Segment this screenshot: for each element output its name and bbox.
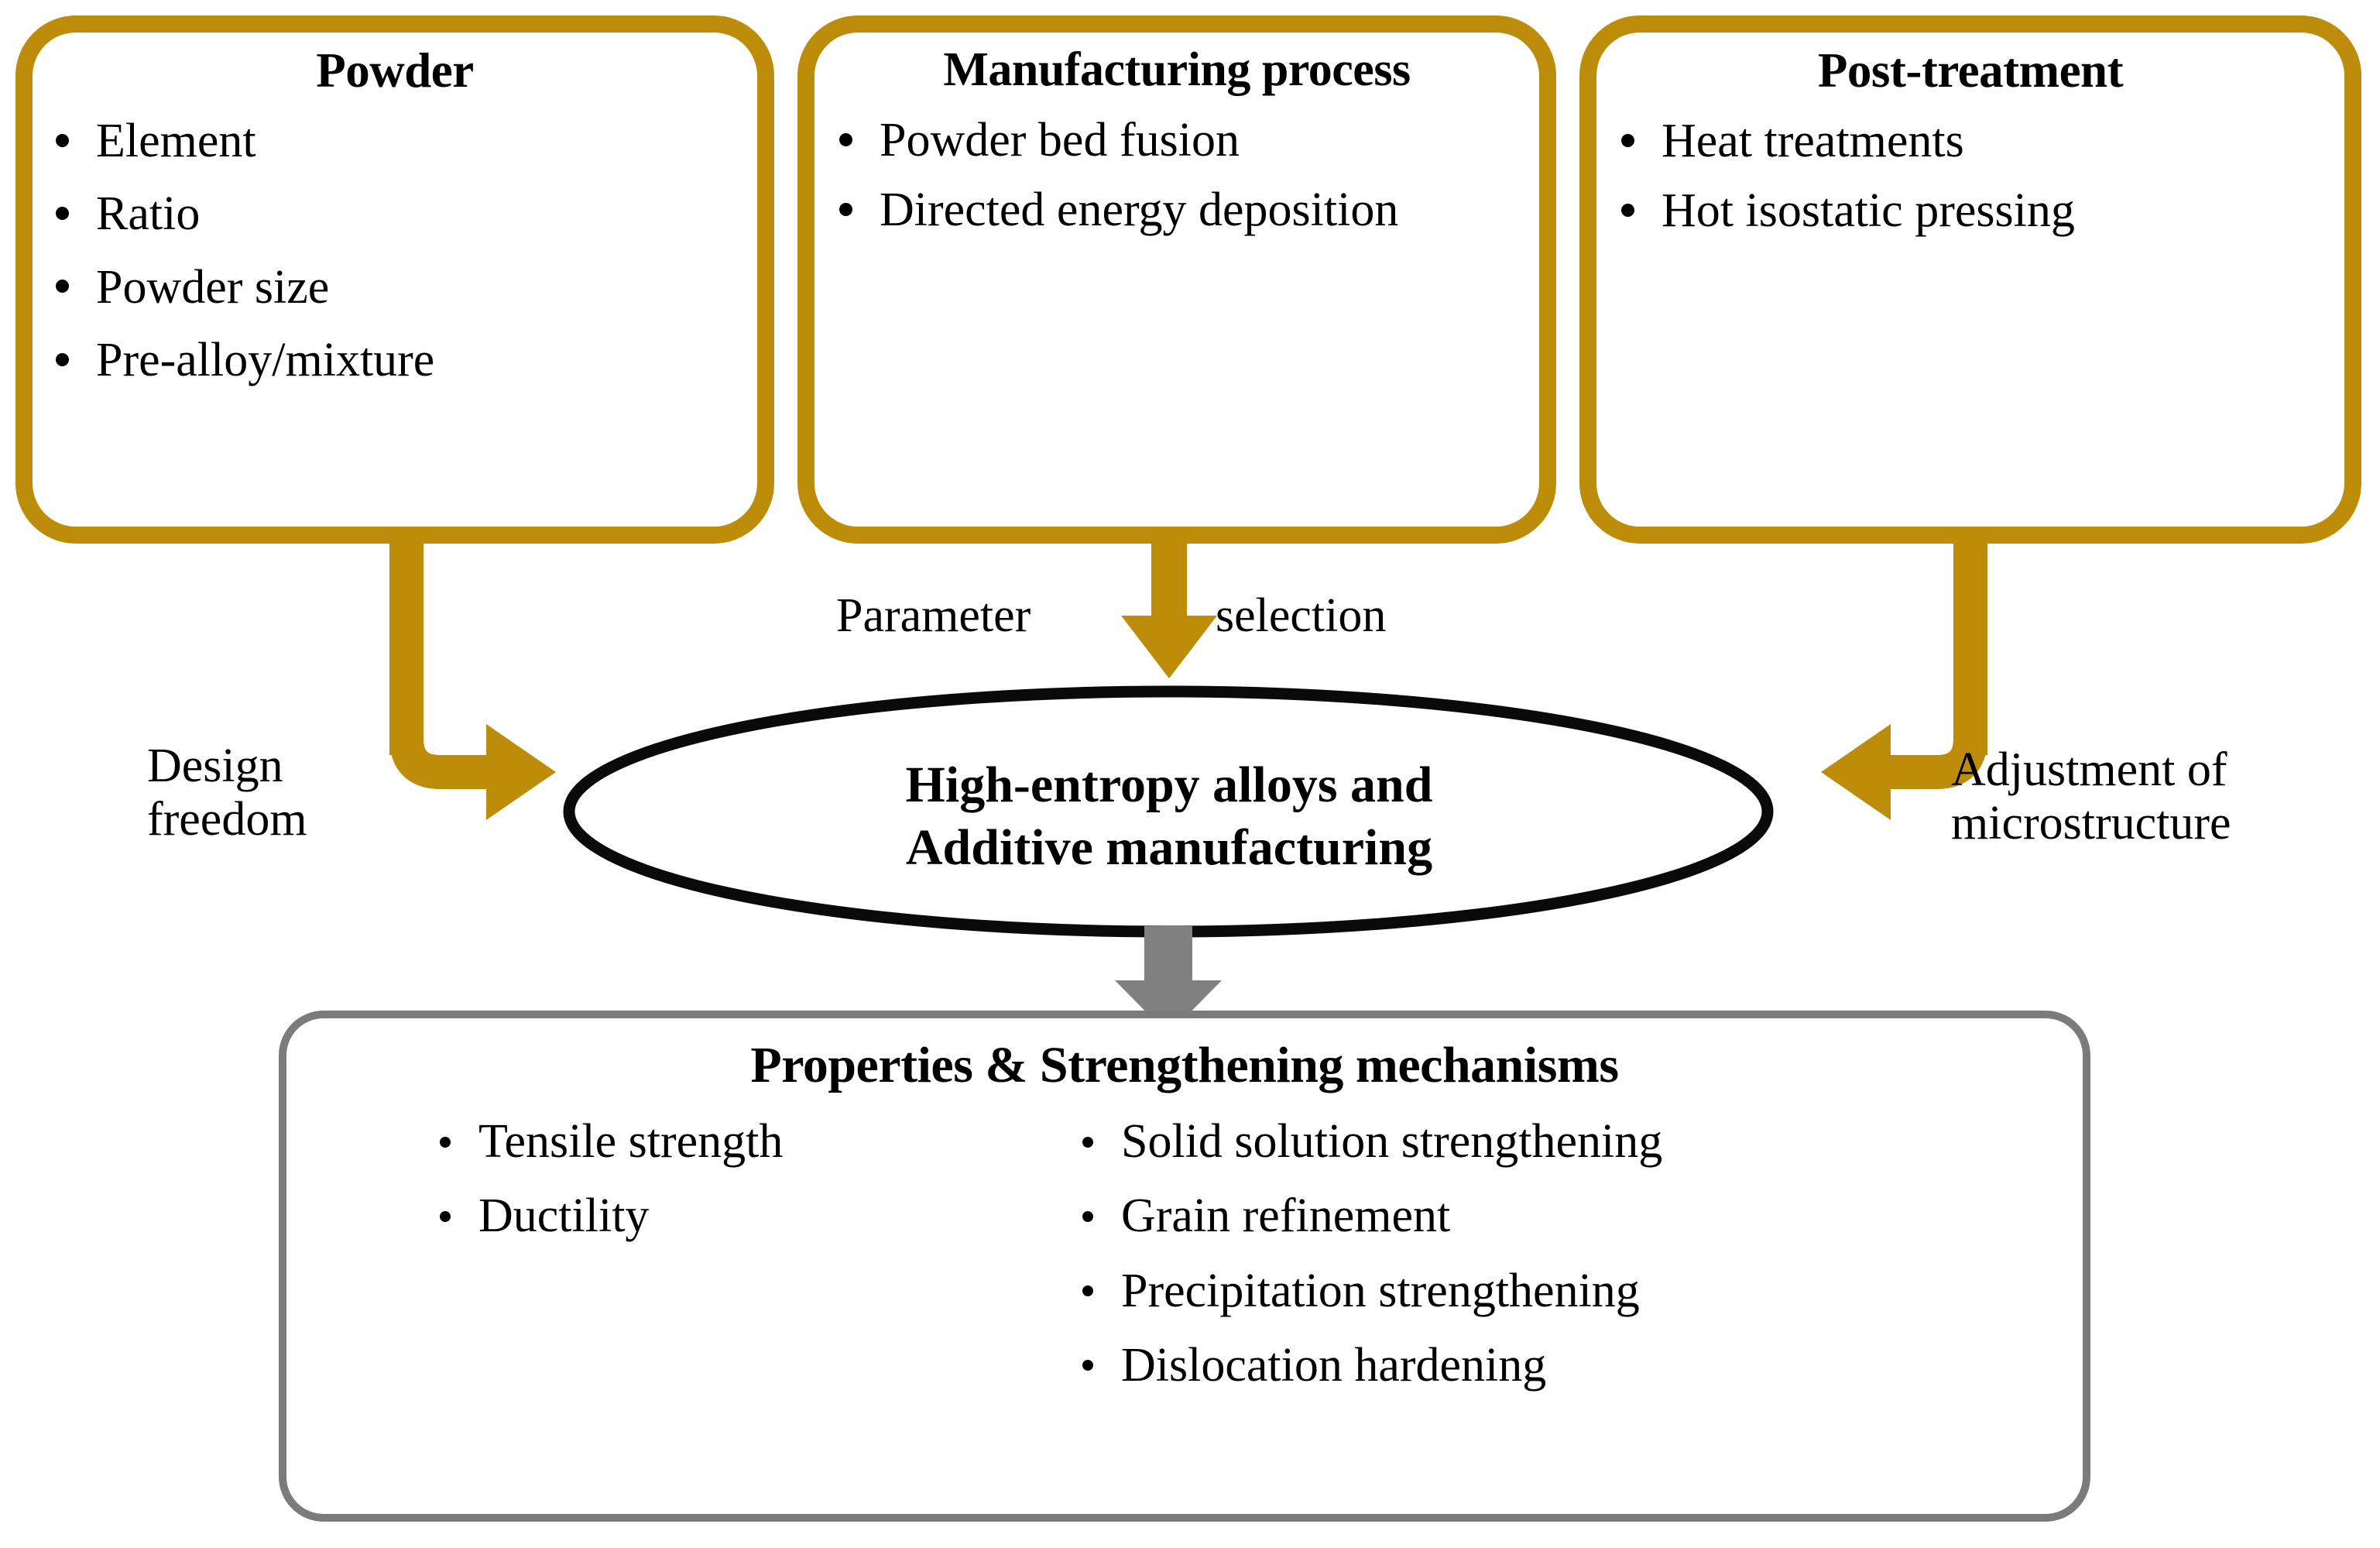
list-item-label: Powder bed fusion (880, 114, 1240, 167)
list-item: Ductility (434, 1189, 1007, 1242)
list-item: Dislocation hardening (1076, 1339, 2083, 1392)
list-item: Directed energy deposition (828, 184, 1539, 236)
list-item-label: Dislocation hardening (1121, 1338, 1547, 1392)
list-item-label: Heat treatments (1662, 115, 1964, 168)
list-item: Precipitation strengthening (1076, 1265, 2083, 1317)
list-item-label: Element (96, 115, 256, 168)
list-item-label: Directed energy deposition (880, 184, 1399, 237)
bullet-dot-icon (1082, 1285, 1093, 1296)
list-item-label: Pre-alloy/mixture (96, 333, 435, 386)
card-manufacturing-process-list: Powder bed fusion Directed energy deposi… (814, 114, 1539, 236)
bullet-dot-icon (440, 1136, 451, 1148)
list-item: Grain refinement (1076, 1189, 2083, 1242)
card-manufacturing-process-title: Manufacturing process (943, 43, 1411, 96)
connector-label-parameter: Parameter (836, 589, 1031, 642)
card-post-treatment[interactable]: Post-treatment Heat treatments Hot isost… (1579, 15, 2361, 544)
arrow-adjustment-microstructure (1821, 542, 1987, 820)
center-node-label: High-entropy alloys and Additive manufac… (588, 720, 1750, 914)
list-item-label: Tensile strength (478, 1115, 784, 1169)
bullet-dot-icon (440, 1210, 451, 1222)
bullet-dot-icon (56, 207, 69, 221)
list-item: Tensile strength (434, 1115, 1007, 1168)
arrow-design-freedom (389, 542, 556, 820)
bullet-dot-icon (1082, 1136, 1093, 1148)
connector-label-adjustment-microstructure: Adjustment of microstructure (1951, 743, 2380, 851)
list-item-label: Solid solution strengthening (1121, 1115, 1663, 1169)
properties-list: Tensile strength Ductility (434, 1115, 1007, 1242)
list-item: Pre-alloy/mixture (45, 334, 757, 386)
list-item: Ratio (45, 187, 757, 240)
bullet-dot-icon (839, 132, 852, 146)
properties-columns: Tensile strength Ductility Solid solutio… (286, 1115, 2083, 1413)
list-item-label: Powder size (96, 260, 330, 314)
connector-label-adjustment-line2: microstructure (1951, 797, 2231, 850)
card-manufacturing-process[interactable]: Manufacturing process Powder bed fusion … (797, 15, 1556, 544)
bullet-dot-icon (56, 133, 69, 147)
bullet-dot-icon (56, 280, 69, 293)
arrow-parameter-selection (1121, 542, 1217, 678)
strengthening-mechanisms-list: Solid solution strengthening Grain refin… (1076, 1115, 2083, 1392)
bullet-dot-icon (1082, 1210, 1093, 1222)
list-item: Element (45, 115, 757, 167)
list-item: Heat treatments (1610, 115, 2344, 167)
connector-label-selection: selection (1216, 589, 1387, 642)
bullet-dot-icon (1082, 1360, 1093, 1371)
list-item-label: Ductility (478, 1189, 650, 1243)
bullet-dot-icon (1621, 133, 1634, 147)
connector-label-design-freedom: Design freedom (147, 740, 403, 847)
list-item-label: Ratio (96, 187, 201, 241)
card-powder-title: Powder (316, 43, 474, 98)
list-item: Powder bed fusion (828, 114, 1539, 166)
card-powder-list: Element Ratio Powder size Pre-alloy/mixt… (33, 115, 757, 386)
list-item-label: Hot isostatic pressing (1662, 184, 2075, 238)
list-item: Powder size (45, 261, 757, 314)
bullet-dot-icon (839, 203, 852, 217)
connector-label-design-freedom-line2: freedom (147, 793, 307, 846)
bullet-dot-icon (1621, 204, 1634, 218)
center-node-label-line2: Additive manufacturing (905, 819, 1433, 876)
center-node-label-line1: High-entropy alloys and (905, 757, 1433, 814)
properties-column-left: Tensile strength Ductility (286, 1115, 1007, 1413)
card-post-treatment-title: Post-treatment (1817, 43, 2124, 98)
card-powder[interactable]: Powder Element Ratio Powder size Pre-all… (15, 15, 774, 544)
card-properties-title: Properties & Strengthening mechanisms (750, 1037, 1619, 1093)
list-item: Hot isostatic pressing (1610, 184, 2344, 237)
list-item-label: Precipitation strengthening (1121, 1264, 1640, 1317)
bullet-dot-icon (56, 352, 69, 366)
list-item: Solid solution strengthening (1076, 1115, 2083, 1168)
connector-label-design-freedom-line1: Design (147, 740, 283, 792)
card-properties-strengthening[interactable]: Properties & Strengthening mechanisms Te… (279, 1011, 2090, 1522)
connector-label-adjustment-line1: Adjustment of (1951, 743, 2227, 796)
list-item-label: Grain refinement (1121, 1189, 1451, 1243)
card-post-treatment-list: Heat treatments Hot isostatic pressing (1596, 115, 2344, 237)
properties-column-right: Solid solution strengthening Grain refin… (1007, 1115, 2083, 1413)
